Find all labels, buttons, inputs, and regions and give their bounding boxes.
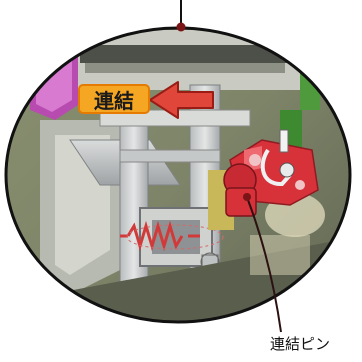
rail-left bbox=[119, 89, 149, 311]
callout-leader-dot bbox=[243, 193, 251, 201]
top-leader-dot bbox=[176, 22, 186, 32]
connecting-pin-label: 連結ピン bbox=[270, 335, 331, 353]
connecting-pin-assembly bbox=[223, 129, 319, 217]
connect-tag: 連結 bbox=[78, 84, 150, 114]
left-arrow bbox=[149, 81, 214, 119]
green-bar bbox=[300, 60, 320, 110]
callout-leader-line bbox=[247, 199, 282, 333]
